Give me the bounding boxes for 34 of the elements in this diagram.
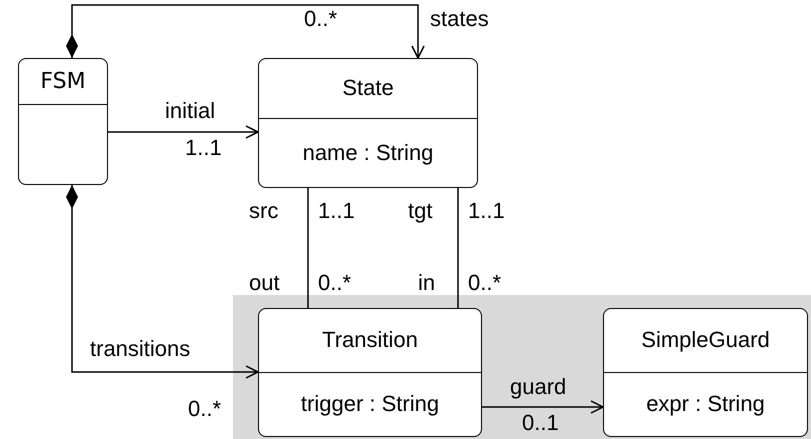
multiplicity: 0..1	[522, 412, 559, 434]
role-name: guard	[510, 376, 566, 398]
class-box	[603, 308, 808, 437]
class-box	[258, 308, 482, 437]
association-arrow	[108, 125, 259, 139]
multiplicity: out	[249, 272, 280, 294]
multiplicity: 0..*	[468, 272, 502, 294]
role-name: src	[249, 200, 278, 222]
attribute: expr : String	[646, 391, 765, 418]
class-name: FSM	[40, 68, 86, 94]
association-arrow	[482, 400, 604, 414]
highlight-band	[233, 295, 811, 439]
attribute: trigger : String	[300, 391, 440, 418]
role-name: transitions	[90, 338, 190, 360]
composition-arrow	[66, 185, 259, 379]
composition-arrow	[66, 4, 425, 59]
multiplicity: 0..*	[188, 398, 222, 420]
association-line	[307, 188, 309, 308]
multiplicity: in	[418, 272, 436, 294]
class-name: State	[342, 75, 394, 102]
multiplicity: 0..*	[318, 272, 352, 294]
multiplicity: 1..1	[468, 200, 505, 222]
role-name: states	[430, 8, 489, 30]
multiplicity: 0..*	[304, 8, 338, 30]
class-name: Transition	[322, 327, 418, 354]
class-name: SimpleGuard	[641, 327, 770, 354]
multiplicity: 1..1	[185, 137, 222, 159]
role-name: tgt	[408, 200, 432, 222]
multiplicity: 1..1	[318, 200, 355, 222]
association-line	[457, 188, 459, 308]
role-name: initial	[165, 100, 216, 122]
attribute: name : String	[302, 140, 434, 166]
class-box	[258, 58, 478, 188]
class-box	[18, 58, 108, 185]
